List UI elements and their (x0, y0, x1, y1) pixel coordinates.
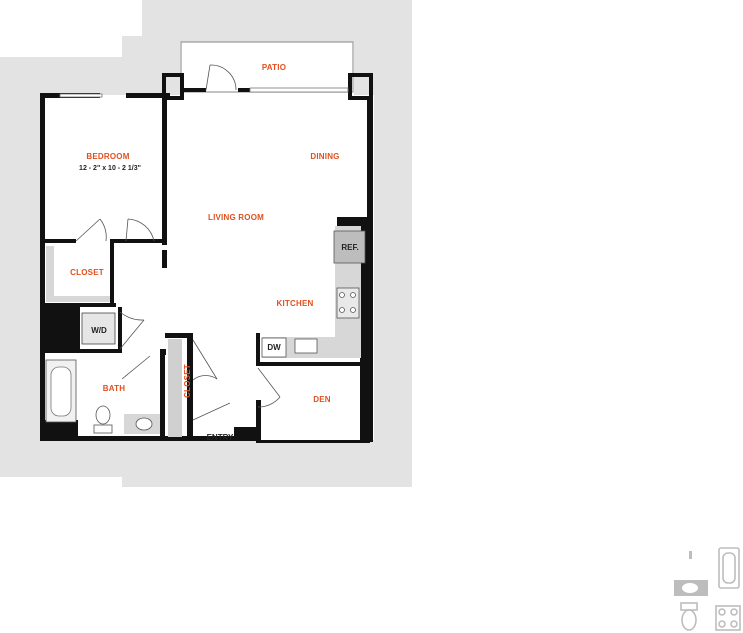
room-label-entry: ENTRY (207, 433, 234, 442)
door-swings (75, 64, 281, 421)
room-label-bedroom: BEDROOM (86, 152, 129, 161)
sink-icon (674, 580, 708, 596)
range-icon (715, 605, 741, 631)
toilet-icon (680, 602, 698, 631)
bathtub (45, 359, 77, 423)
room-label-living-room: LIVING ROOM (208, 213, 264, 222)
legend-marker-icon (689, 551, 692, 559)
refrigerator-label: REF. (341, 243, 358, 252)
washer-dryer-label: W/D (91, 326, 107, 335)
kitchen-sink (294, 338, 318, 354)
room-label-closet-bedroom: CLOSET (70, 268, 104, 277)
bath-sink (124, 414, 160, 434)
room-label-closet-entry: CLOSET (183, 364, 192, 398)
fixture-legend (674, 547, 741, 631)
bedroom-dimensions: 12 - 2" x 10 - 2 1/3" (79, 165, 141, 172)
toilet (93, 405, 113, 434)
room-label-dining: DINING (310, 152, 339, 161)
patio-slider-door[interactable] (249, 87, 349, 93)
bathtub-icon (718, 547, 740, 589)
room-label-bath: BATH (103, 384, 125, 393)
refrigerator: REF. (333, 230, 366, 264)
washer-dryer: W/D (81, 312, 116, 345)
entry-closet-shelf (168, 339, 182, 437)
room-label-kitchen: KITCHEN (277, 299, 314, 308)
bedroom-closet-shelf (46, 246, 110, 302)
kitchen-range (336, 287, 360, 319)
bedroom-window (59, 93, 103, 98)
room-label-den: DEN (313, 395, 331, 404)
dishwasher: DW (261, 337, 287, 358)
dishwasher-label: DW (267, 343, 281, 352)
room-label-patio: PATIO (262, 63, 286, 72)
walls (40, 73, 373, 443)
interior-floor (42, 42, 374, 440)
